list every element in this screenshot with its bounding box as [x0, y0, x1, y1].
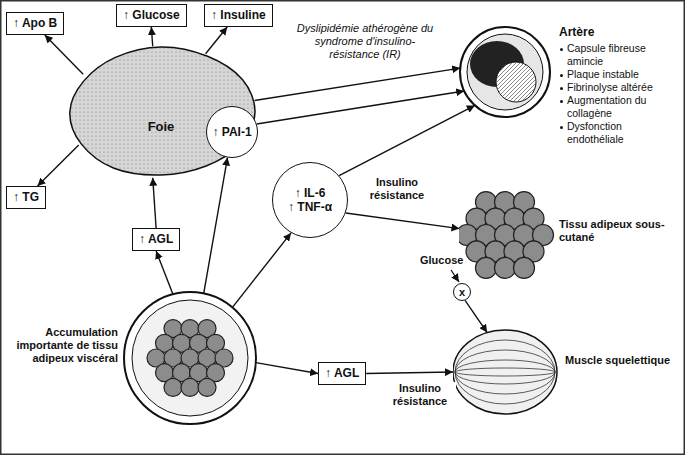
glucose-box: ↑ Glucose: [116, 4, 187, 27]
fat-cell: [495, 257, 516, 278]
node-text: Foie: [121, 120, 201, 133]
apob-box: ↑ Apo B: [6, 12, 64, 35]
artery-intima: [467, 34, 543, 110]
connector-arrow: [232, 233, 291, 308]
node-text: ↑ IL-6: [295, 186, 326, 200]
connector-arrow: [153, 178, 156, 228]
artery-wall: [460, 27, 550, 117]
glucose-label: Glucose: [420, 254, 463, 267]
fat-cell: [181, 378, 199, 396]
lumen-hatch: [496, 62, 536, 102]
muscle-outline: [453, 330, 557, 414]
connector-arrow: [151, 27, 152, 46]
node-text: ↑ Insuline: [211, 8, 266, 23]
connector-arrow: [339, 105, 475, 175]
node-text: ↑ PAI-1: [212, 125, 251, 139]
connector-arrow: [38, 145, 79, 186]
pai1-circle: ↑ PAI-1: [206, 106, 258, 158]
node-text: ↑ TG: [13, 190, 39, 205]
text-block: ArtèreCapsule fibreuse aminciePlaque ins…: [559, 26, 679, 146]
text-block: Muscle squelettique: [565, 354, 675, 367]
agl-box: ↑ AGL: [132, 228, 180, 251]
block-circle: x: [453, 283, 471, 301]
fat-cell: [514, 257, 535, 278]
cytokine-circle: ↑ IL-6↑ TNF-α: [272, 162, 348, 238]
edge-label: Insulino résistance: [362, 176, 432, 202]
glucose-leader: [451, 270, 459, 282]
visceral-outline: [124, 292, 256, 424]
fat-cell: [476, 257, 497, 278]
node-text: Accumulation importante de tissu adipeux…: [2, 326, 118, 365]
node-text: ↑ AGL: [139, 232, 173, 247]
fat-cell: [164, 378, 182, 396]
tg-box: ↑ TG: [6, 186, 46, 209]
agl-box: ↑ AGL: [318, 362, 366, 385]
connector-arrow: [346, 213, 460, 229]
artery: ArtèreCapsule fibreuse aminciePlaque ins…: [459, 24, 685, 154]
connector-arrow: [256, 363, 318, 374]
node-text: Dysfonction endothéliale: [559, 120, 679, 146]
skeletal-muscle-illustration: [453, 328, 681, 418]
muscle-fiber: [455, 368, 555, 376]
lumen: [496, 62, 536, 102]
edge-label: Dyslipidémie athérogène du syndrome d'in…: [290, 22, 440, 61]
muscle-fiber: [455, 340, 555, 404]
connector-arrow: [366, 372, 453, 374]
visceral-ring: [132, 300, 248, 416]
connector-arrow: [255, 68, 461, 100]
connector-arrow: [465, 300, 487, 332]
node-text: Fibrinolyse altérée: [559, 81, 679, 94]
connector-arrow: [206, 27, 228, 54]
node-text: x: [459, 285, 465, 299]
subcutaneous-fat: Tissu adipeux sous-cutané: [459, 188, 681, 284]
node-text: ↑ Apo B: [13, 16, 57, 31]
node-text: Capsule fibreuse amincie: [559, 42, 679, 68]
node-text: Plaque instable: [559, 68, 679, 81]
heading: Artère: [559, 26, 679, 39]
node-text: ↑ AGL: [325, 366, 359, 381]
text-block: Accumulation importante de tissu adipeux…: [2, 326, 118, 365]
fat-cell: [198, 378, 216, 396]
node-text: Muscle squelettique: [565, 354, 675, 367]
node-text: Augmentation du collagène: [559, 94, 679, 120]
connector-arrow: [45, 35, 83, 74]
insulin-box: ↑ Insuline: [204, 4, 273, 27]
node-text: ↑ TNF-α: [288, 200, 332, 214]
skeletal-muscle: Muscle squelettique: [453, 328, 681, 418]
muscle-fiber: [455, 350, 555, 394]
subcutaneous-anchor: [459, 189, 551, 281]
text-block: Foie: [121, 120, 201, 133]
text-block: Tissu adipeux sous-cutané: [559, 218, 675, 244]
muscle-fiber: [455, 360, 555, 384]
node-text: Tissu adipeux sous-cutané: [559, 218, 675, 244]
edge-label: Insulino résistance: [384, 382, 456, 408]
connector-arrow: [156, 251, 173, 294]
node-text: ↑ Glucose: [123, 8, 180, 23]
visceral-fat: Accumulation importante de tissu adipeux…: [2, 290, 260, 430]
connector-arrow: [204, 158, 228, 294]
